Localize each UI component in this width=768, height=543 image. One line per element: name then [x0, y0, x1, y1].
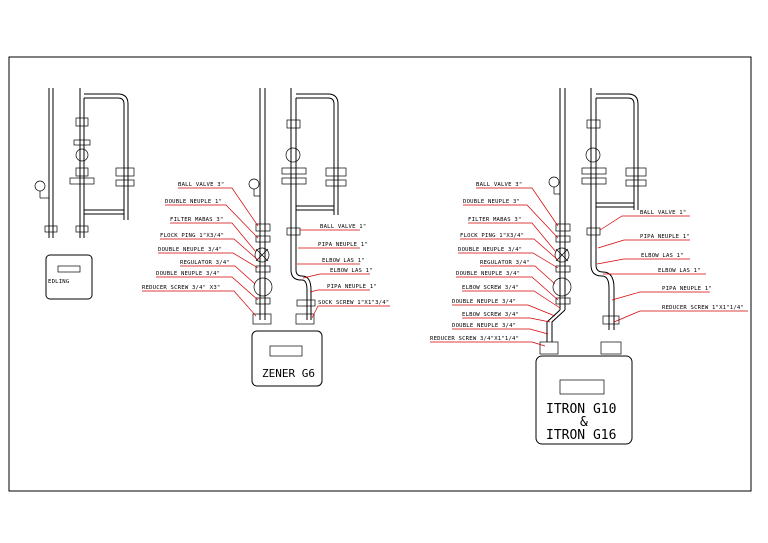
label: DOUBLE NEUPLE 3" [463, 199, 520, 205]
label: DOUBLE NEUPLE 3/4" [458, 247, 522, 253]
label: DOUBLE NEUPLE 3/4" [456, 271, 520, 277]
label: REDUCER SCREW 3/4"X1"1/4" [430, 336, 519, 342]
regulator-icon [552, 277, 572, 297]
label: ELBOW SCREW 3/4" [462, 312, 519, 318]
label: FLOCK PING 1"X3/4" [460, 233, 524, 239]
label: BALL VALVE 3" [476, 182, 522, 188]
meter-label-right-2: & [580, 415, 588, 430]
gas-meter-left [45, 254, 93, 300]
label: ELBOW LAS 1" [658, 268, 701, 274]
left-assembly: EDLING [34, 88, 135, 300]
regulator-icon [75, 148, 89, 162]
label: DOUBLE NEUPLE 3/4" [156, 271, 220, 277]
label: BALL VALVE 3" [178, 182, 224, 188]
meter-label-right-1: ITRON G10 [546, 402, 616, 417]
label: SOCK SCREW 1"X1"3/4" [318, 300, 389, 306]
filter-icon [254, 247, 270, 263]
label: ELBOW LAS 1" [322, 258, 365, 264]
gas-meter-middle [251, 330, 323, 387]
label: PIPA NEUPLE 1" [640, 234, 690, 240]
meter-label-right-3: ITRON G16 [546, 428, 616, 443]
middle-assembly: ZENER G6 [248, 88, 347, 387]
label: FLOCK PING 1"X3/4" [160, 233, 224, 239]
label: ELBOW LAS 1" [330, 268, 373, 274]
label: BALL VALVE 1" [320, 224, 366, 230]
label: ELBOW LAS 1" [641, 253, 684, 259]
right-assembly: ITRON G10 & ITRON G16 [535, 88, 647, 445]
label: FILTER MABAS 3" [468, 217, 522, 223]
middle-labels-left: BALL VALVE 3" DOUBLE NEUPLE 1" FILTER MA… [142, 182, 259, 317]
regulator-icon [253, 277, 273, 297]
pressure-gauge-icon [548, 176, 560, 188]
label: DOUBLE NEUPLE 1" [165, 199, 222, 205]
label: BALL VALVE 1" [640, 210, 686, 216]
label: REDUCER SCREW 3/4" X3" [142, 285, 221, 291]
filter-icon [554, 247, 570, 263]
label: PIPA NEUPLE 1" [318, 242, 368, 248]
label: ELBOW SCREW 3/4" [462, 285, 519, 291]
middle-labels-right: BALL VALVE 1" PIPA NEUPLE 1" ELBOW LAS 1… [297, 224, 390, 319]
right-labels-left: BALL VALVE 3" DOUBLE NEUPLE 3" FILTER MA… [430, 182, 561, 347]
label: PIPA NEUPLE 1" [327, 284, 377, 290]
label: PIPA NEUPLE 1" [662, 286, 712, 292]
label: REGULATOR 3/4" [480, 260, 530, 266]
label: DOUBLE NEUPLE 3/4" [452, 323, 516, 329]
label: FILTER MABAS 3" [170, 217, 224, 223]
label: REDUCER SCREW 1"X1"1/4" [662, 305, 744, 311]
meter-label-left: EDLING [48, 279, 70, 285]
gas-meter-right [535, 355, 633, 445]
label: DOUBLE NEUPLE 3/4" [158, 247, 222, 253]
label: DOUBLE NEUPLE 3/4" [452, 299, 516, 305]
right-labels-right: BALL VALVE 1" PIPA NEUPLE 1" ELBOW LAS 1… [596, 210, 748, 323]
pressure-gauge-icon [34, 180, 46, 192]
pressure-gauge-icon [248, 178, 260, 190]
label: REGULATOR 3/4" [180, 260, 230, 266]
meter-label-middle: ZENER G6 [262, 367, 315, 380]
regulator-top-icon [585, 147, 601, 163]
drawing-frame [8, 56, 752, 492]
regulator-top-icon [285, 147, 301, 163]
